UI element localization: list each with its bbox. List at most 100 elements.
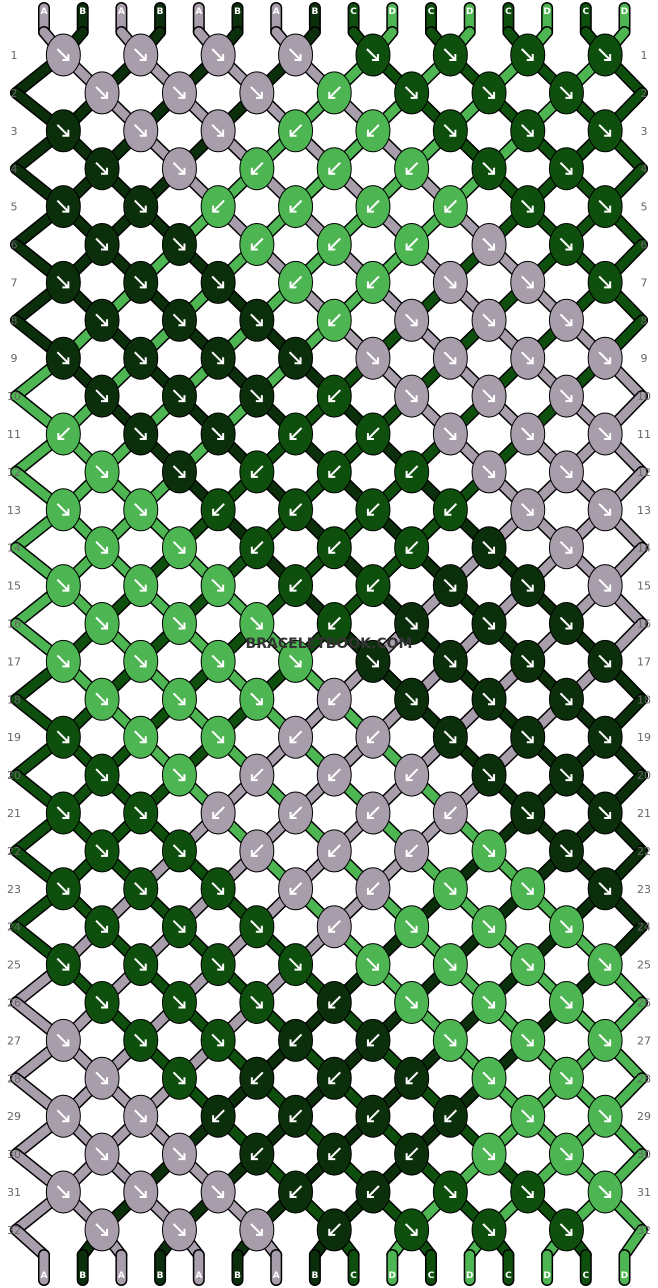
strand-label-bottom: A <box>118 1271 125 1281</box>
arrow-down-right-icon <box>211 351 225 365</box>
arrow-down-right-icon <box>404 919 418 933</box>
arrow-down-right-icon <box>250 995 263 1009</box>
arrow-down-right-icon <box>56 806 70 819</box>
arrow-down-right-icon <box>482 616 496 630</box>
arrow-down-left-icon <box>212 1109 225 1123</box>
arrow-down-left-icon <box>366 275 380 289</box>
strand-label-bottom: A <box>41 1271 48 1281</box>
arrow-down-left-icon <box>405 237 419 251</box>
arrow-down-right-icon <box>250 86 263 99</box>
arrow-down-right-icon <box>443 351 457 365</box>
strand-label-top: D <box>543 7 550 17</box>
strand-label-top: A <box>41 7 48 17</box>
arrow-down-right-icon <box>598 730 612 744</box>
arrow-down-right-icon <box>95 768 109 782</box>
arrow-down-right-icon <box>56 730 70 744</box>
row-number-right: 2 <box>641 87 648 100</box>
arrow-down-right-icon <box>559 1223 573 1236</box>
arrow-down-left-icon <box>289 1185 303 1198</box>
arrow-down-right-icon <box>559 1147 573 1161</box>
arrow-down-right-icon <box>521 1109 534 1123</box>
arrow-down-left-icon <box>328 313 341 327</box>
arrow-down-left-icon <box>366 1109 380 1123</box>
row-number-right: 24 <box>637 921 651 934</box>
row-number-left: 8 <box>11 314 18 327</box>
arrow-down-right-icon <box>482 919 496 933</box>
strand-label-top: B <box>311 7 318 17</box>
arrow-down-right-icon <box>482 692 496 706</box>
arrow-down-right-icon <box>172 465 186 478</box>
row-number-left: 10 <box>7 390 21 403</box>
row-number-right: 14 <box>637 542 651 555</box>
row-number-right: 10 <box>637 390 651 403</box>
strand-label-top: C <box>505 7 512 17</box>
row-number-left: 7 <box>11 276 18 289</box>
strand-label-top: B <box>79 7 86 17</box>
arrow-down-right-icon <box>404 1223 418 1236</box>
arrow-down-right-icon <box>521 48 534 61</box>
arrow-down-right-icon <box>172 313 186 327</box>
arrow-down-right-icon <box>95 919 109 933</box>
arrow-down-right-icon <box>521 503 534 516</box>
arrow-down-left-icon <box>405 1147 419 1161</box>
row-number-left: 23 <box>7 883 21 896</box>
arrow-down-right-icon <box>598 48 612 61</box>
arrow-down-left-icon <box>328 389 341 403</box>
row-number-right: 8 <box>641 314 648 327</box>
arrow-down-left-icon <box>328 1147 341 1161</box>
arrow-down-right-icon <box>134 730 147 744</box>
arrow-down-left-icon <box>250 1147 264 1161</box>
arrow-down-right-icon <box>482 86 496 99</box>
arrow-down-right-icon <box>482 313 496 327</box>
arrow-down-right-icon <box>366 351 379 365</box>
arrow-down-left-icon <box>405 540 419 554</box>
arrow-down-left-icon <box>366 730 380 744</box>
arrow-down-left-icon <box>250 465 264 478</box>
arrow-down-left-icon <box>405 768 419 782</box>
arrow-down-left-icon <box>444 1109 458 1123</box>
arrow-down-left-icon <box>289 578 303 592</box>
arrow-down-right-icon <box>95 1223 109 1236</box>
arrow-down-right-icon <box>56 1109 70 1123</box>
arrow-down-left-icon <box>405 161 419 175</box>
strand-label-bottom: C <box>350 1271 357 1281</box>
arrow-down-right-icon <box>95 692 109 706</box>
arrow-down-right-icon <box>482 1147 496 1161</box>
row-number-left: 20 <box>7 769 21 782</box>
row-number-right: 13 <box>637 504 651 517</box>
arrow-down-left-icon <box>250 540 264 554</box>
row-number-right: 31 <box>637 1186 651 1199</box>
row-number-right: 6 <box>641 239 648 252</box>
arrow-down-left-icon <box>289 730 303 744</box>
arrow-down-left-icon <box>328 919 341 933</box>
arrow-down-right-icon <box>559 540 573 554</box>
row-number-left: 9 <box>11 352 18 365</box>
arrow-down-right-icon <box>559 237 573 251</box>
arrow-down-right-icon <box>56 48 70 61</box>
arrow-down-right-icon <box>95 1071 109 1085</box>
row-number-right: 26 <box>637 997 651 1010</box>
strand-label-top: D <box>621 7 628 17</box>
arrow-down-right-icon <box>521 427 534 440</box>
arrow-down-right-icon <box>598 654 612 668</box>
arrow-down-right-icon <box>288 48 302 61</box>
arrow-down-left-icon <box>212 199 225 213</box>
arrow-down-right-icon <box>598 578 612 592</box>
arrow-down-right-icon <box>404 313 418 327</box>
arrow-down-right-icon <box>598 1033 612 1047</box>
arrow-down-right-icon <box>250 389 263 403</box>
arrow-down-right-icon <box>521 1185 534 1198</box>
arrow-down-left-icon <box>405 1071 419 1085</box>
arrow-down-right-icon <box>482 540 496 554</box>
arrow-down-left-icon <box>212 806 225 819</box>
arrow-down-left-icon <box>289 1109 303 1123</box>
arrow-down-right-icon <box>559 692 573 706</box>
arrow-down-left-icon <box>444 199 458 213</box>
arrow-down-right-icon <box>482 1071 496 1085</box>
arrow-down-left-icon <box>328 1223 341 1236</box>
arrow-down-right-icon <box>95 465 109 478</box>
arrow-down-left-icon <box>289 427 303 440</box>
arrow-down-right-icon <box>134 1109 147 1123</box>
